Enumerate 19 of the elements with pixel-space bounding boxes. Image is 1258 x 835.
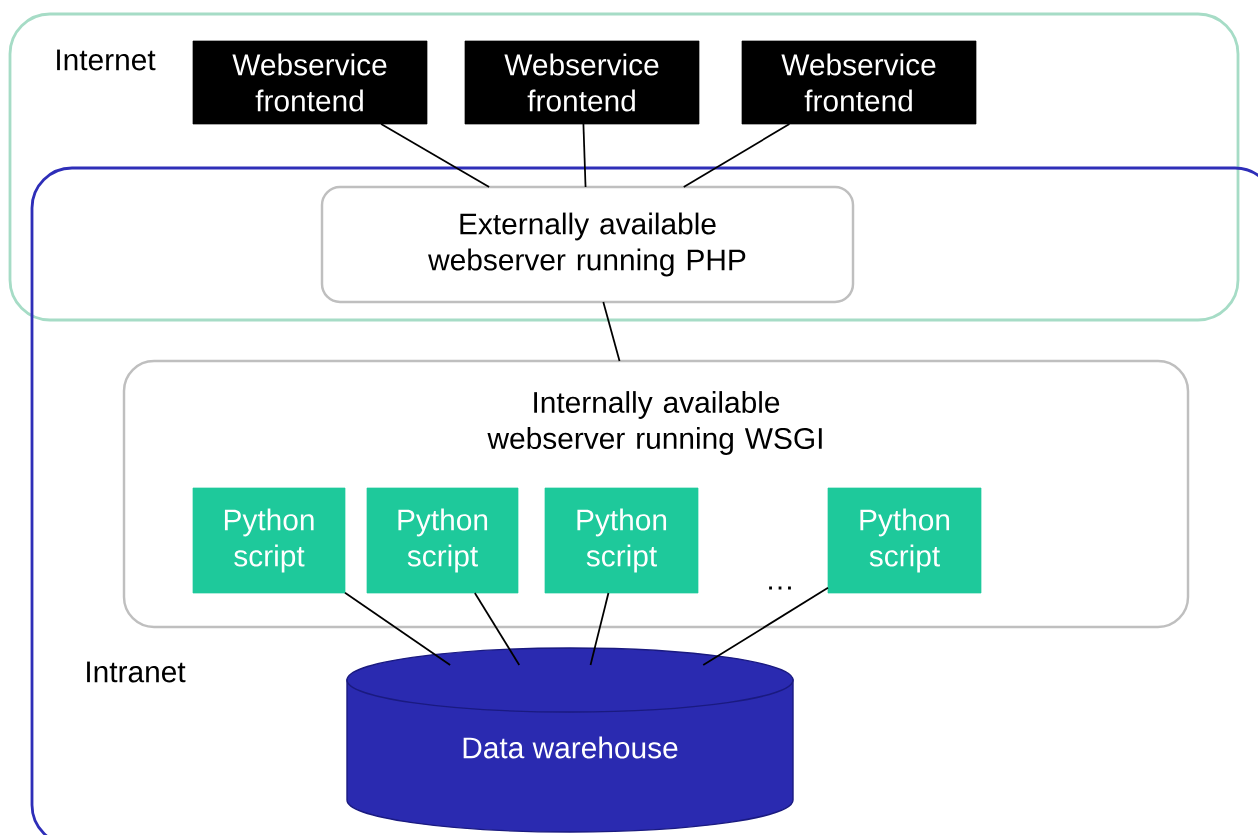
- connector-line: [474, 592, 521, 666]
- connector-line: [682, 123, 791, 188]
- script-box: Python script: [192, 487, 346, 594]
- server-box: Externally available webserver running PHP: [320, 185, 855, 304]
- frontend-box: Webservice frontend: [464, 40, 700, 125]
- connector-line: [582, 123, 587, 188]
- ellipsis: …: [769, 586, 791, 590]
- script-box: Python script: [366, 487, 519, 594]
- connector-line: [602, 301, 621, 362]
- frontend-box: Webservice frontend: [741, 40, 977, 125]
- frontend-box: Webservice frontend: [192, 40, 428, 125]
- database-cylinder: Data warehouse: [346, 647, 794, 833]
- connector-line: [380, 123, 490, 188]
- script-box: Python script: [544, 487, 699, 594]
- script-box: Python script: [827, 487, 982, 594]
- region-label: Internet: [57, 49, 156, 71]
- region-label: Intranet: [87, 661, 186, 683]
- connector-line: [702, 586, 829, 666]
- connector-line: [344, 591, 451, 666]
